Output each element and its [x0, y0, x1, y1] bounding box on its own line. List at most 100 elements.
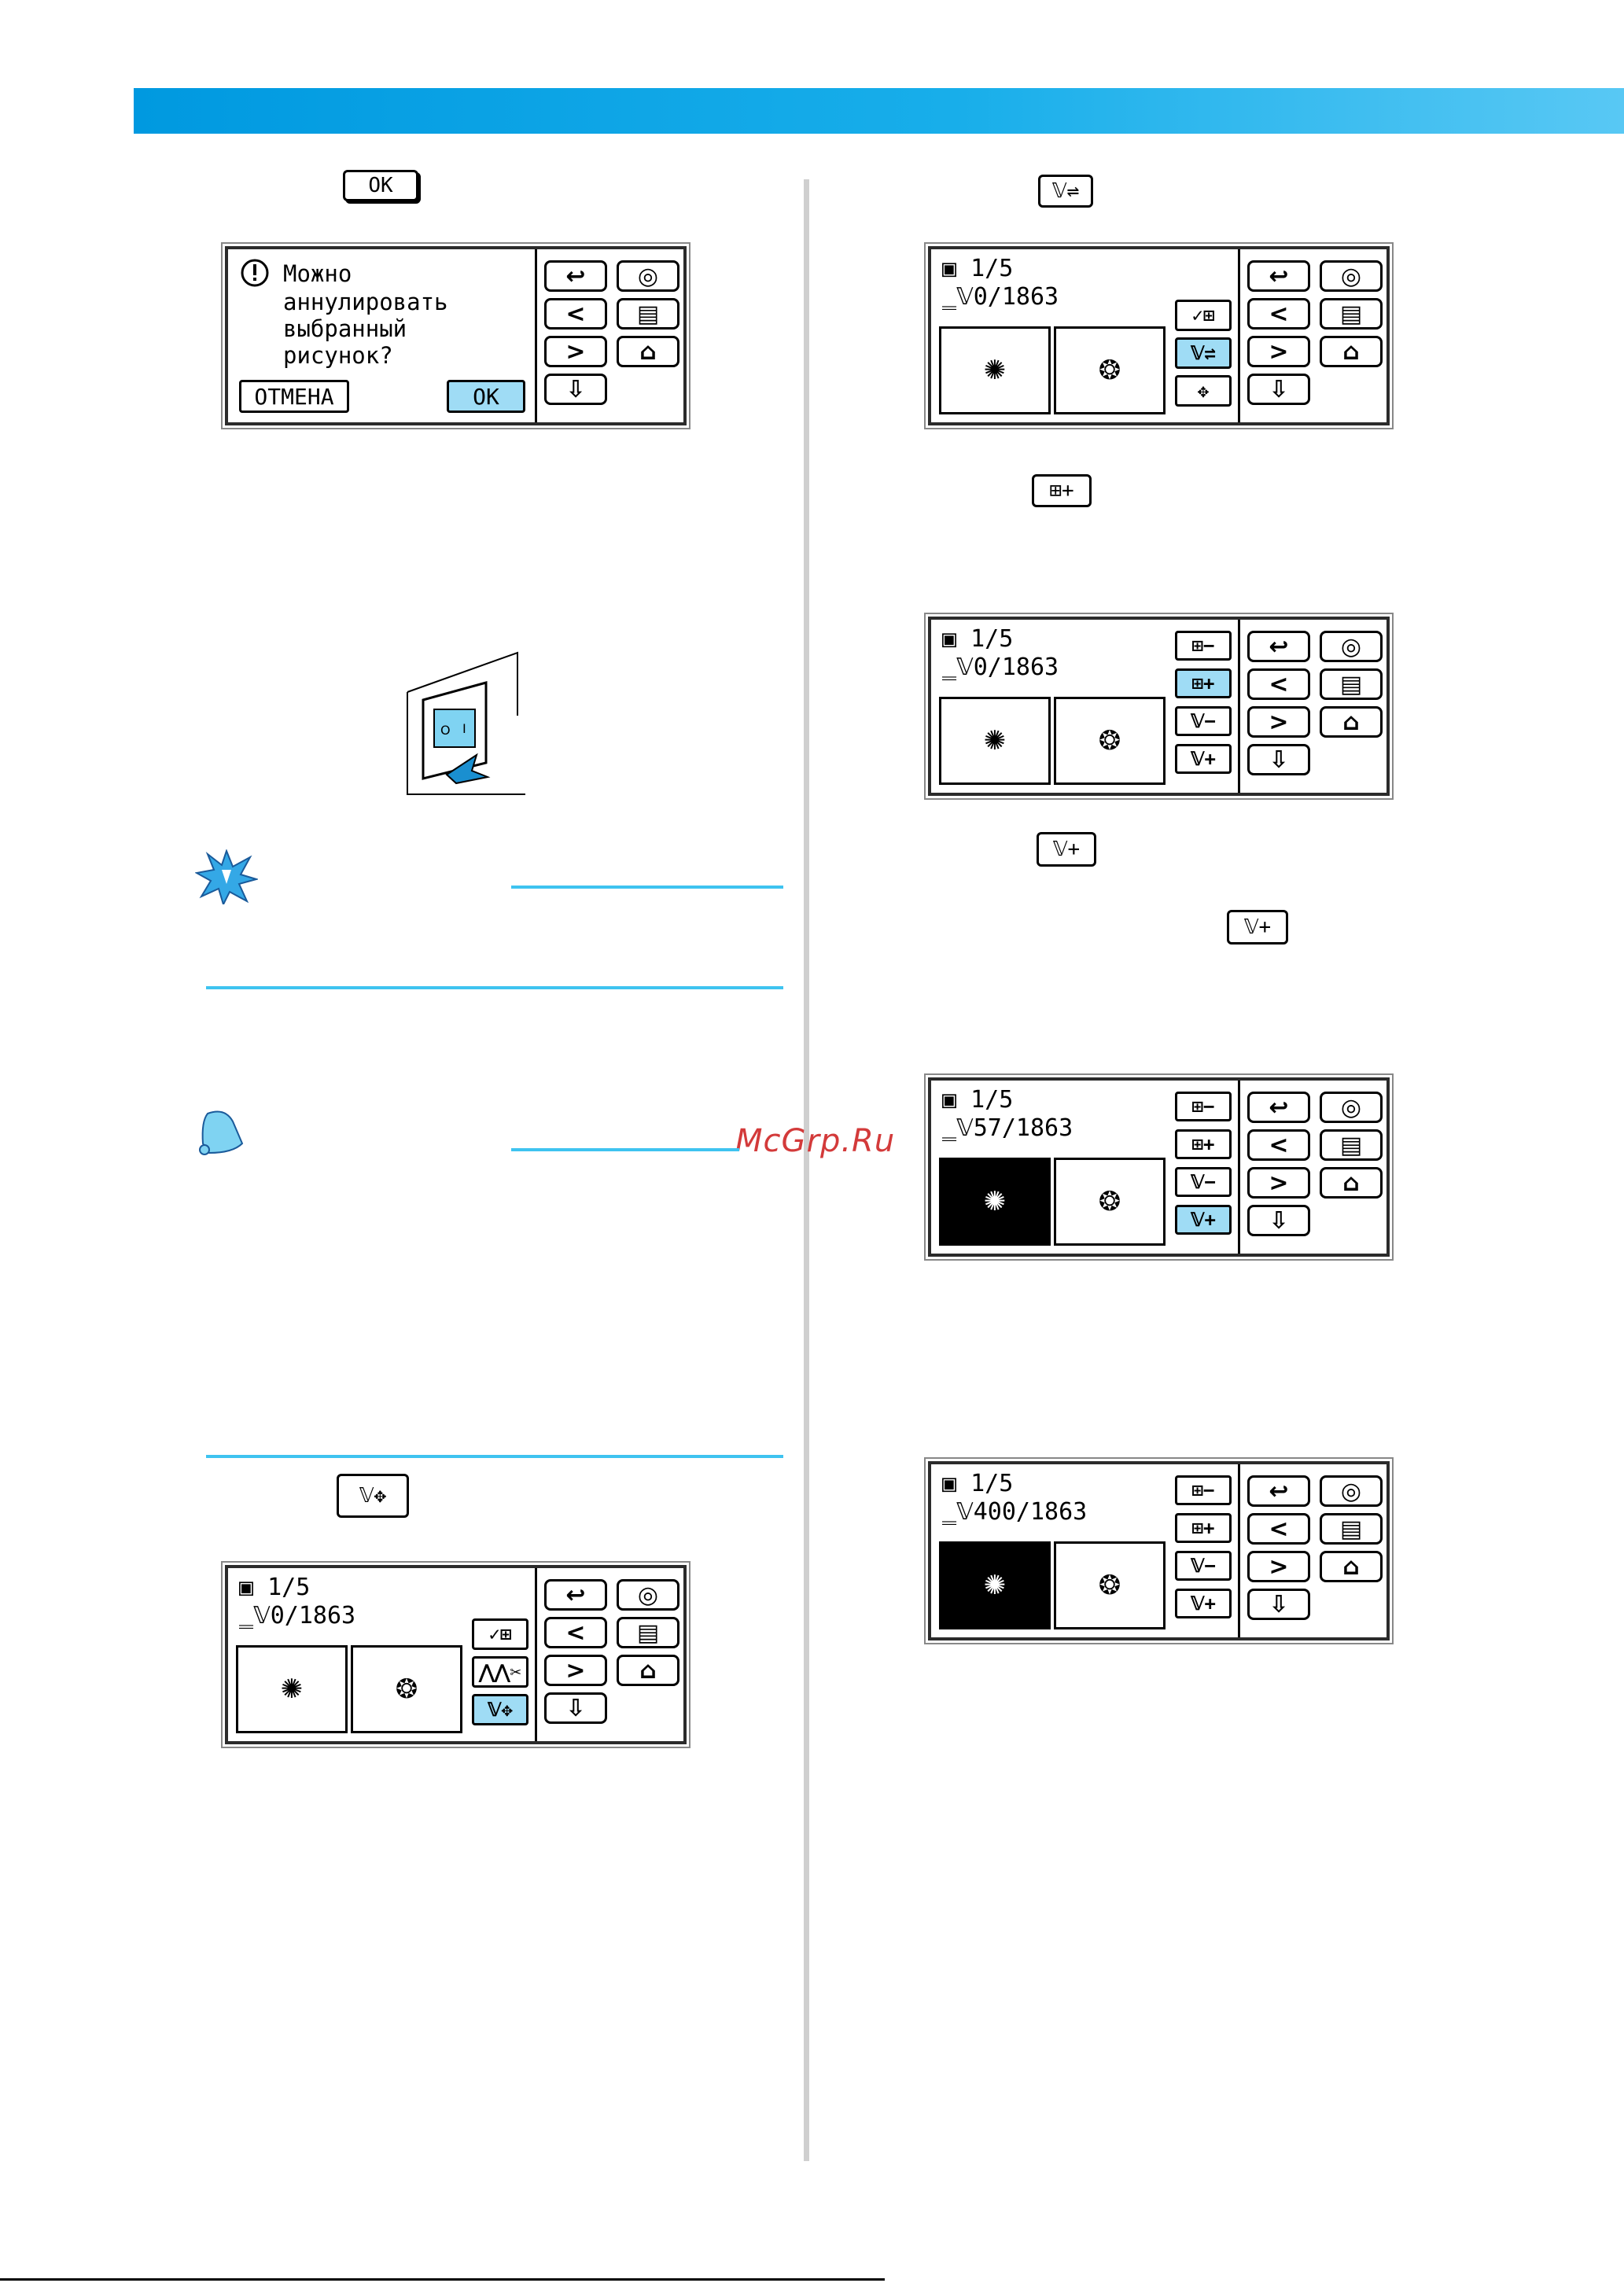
- document-icon: ▤: [1339, 300, 1363, 328]
- color-tile-1[interactable]: ✺: [236, 1645, 348, 1733]
- thread-icon: ◎: [637, 262, 659, 290]
- needle-color-change-button[interactable]: 𝕍⇌: [1175, 337, 1232, 369]
- machine-icon: ⌂: [639, 337, 657, 366]
- cut-thread-button[interactable]: ⋀⋀✂: [472, 1656, 528, 1688]
- stitch-count: 0/1863: [270, 1602, 356, 1629]
- info-button[interactable]: ▤: [1320, 1129, 1383, 1161]
- info-button[interactable]: ▤: [617, 298, 679, 330]
- machine-icon: ⌂: [1342, 1552, 1360, 1581]
- memory-button[interactable]: ⇩: [1247, 744, 1310, 775]
- check-spool-button[interactable]: ✓⊞: [1175, 300, 1232, 331]
- needle-plus-button[interactable]: 𝕍+: [1175, 1205, 1232, 1235]
- memory-button[interactable]: ⇩: [1247, 1589, 1310, 1620]
- back-button[interactable]: ↩: [1247, 631, 1310, 662]
- sewing-screen-b: ▣ 1/5 ‗𝕍0/1863 ✺ ❂ ⊞− ⊞+ 𝕍− 𝕍+ ↩ < > ⇩ ◎…: [924, 613, 1394, 800]
- color-tile-2[interactable]: ❂: [1054, 1158, 1166, 1246]
- embroidery-button[interactable]: ◎: [1320, 631, 1383, 662]
- spool-minus-icon: ⊞−: [1191, 1479, 1215, 1501]
- color-tile-2[interactable]: ❂: [351, 1645, 462, 1733]
- color-tile-1[interactable]: ✺: [939, 1541, 1051, 1629]
- thread-spool-icon: ✺: [983, 355, 1007, 386]
- thread-icon: ◎: [1340, 1477, 1362, 1505]
- needle-minus-button[interactable]: 𝕍−: [1175, 706, 1232, 736]
- machine-icon: ⌂: [1342, 337, 1360, 366]
- settings-button[interactable]: ⌂: [617, 1655, 679, 1686]
- prev-button[interactable]: <: [544, 1617, 607, 1648]
- color-tile-2[interactable]: ❂: [1054, 697, 1166, 785]
- prev-button[interactable]: <: [1247, 1513, 1310, 1545]
- warning-icon: [241, 259, 269, 287]
- inline-spool-plus-key: ⊞+: [1032, 474, 1092, 507]
- back-button[interactable]: ↩: [1247, 1475, 1310, 1507]
- needle-color-change-icon: 𝕍⇌: [1191, 342, 1216, 364]
- move-icon: ✥: [1197, 380, 1210, 402]
- settings-button[interactable]: ⌂: [1320, 1551, 1383, 1582]
- next-button[interactable]: >: [1247, 706, 1310, 738]
- settings-button[interactable]: ⌂: [1320, 1167, 1383, 1199]
- sewing-screen-d: ▣ 1/5 ‗𝕍400/1863 ✺ ❂ ⊞− ⊞+ 𝕍− 𝕍+ ↩ < > ⇩…: [924, 1457, 1394, 1644]
- power-switch-illustration: O I: [407, 651, 525, 795]
- color-tile-1[interactable]: ✺: [939, 326, 1051, 414]
- prev-button[interactable]: <: [1247, 298, 1310, 330]
- settings-button[interactable]: ⌂: [1320, 336, 1383, 367]
- prev-button[interactable]: <: [1247, 668, 1310, 700]
- needle-plus-icon: 𝕍+: [1191, 1593, 1216, 1615]
- memory-button[interactable]: ⇩: [544, 1692, 607, 1724]
- color-tile-1[interactable]: ✺: [939, 1158, 1051, 1246]
- spool-minus-button[interactable]: ⊞−: [1175, 1475, 1232, 1505]
- needle-plus-button[interactable]: 𝕍+: [1175, 1589, 1232, 1618]
- info-button[interactable]: ▤: [1320, 1513, 1383, 1545]
- settings-button[interactable]: ⌂: [1320, 706, 1383, 738]
- frame-label: 1/5: [970, 255, 1014, 282]
- spool-plus-button[interactable]: ⊞+: [1175, 1513, 1232, 1543]
- info-button[interactable]: ▤: [1320, 298, 1383, 330]
- needle-move-button[interactable]: 𝕍✥: [472, 1694, 528, 1725]
- ok-button[interactable]: OK: [447, 380, 525, 413]
- next-button[interactable]: >: [1247, 1551, 1310, 1582]
- spool-minus-button[interactable]: ⊞−: [1175, 631, 1232, 661]
- embroidery-button[interactable]: ◎: [617, 260, 679, 292]
- color-tile-1[interactable]: ✺: [939, 697, 1051, 785]
- sewing-screen-a: ▣ 1/5 ‗𝕍0/1863 ✺ ❂ ✓⊞ 𝕍⇌ ✥ ↩ < > ⇩ ◎ ▤ ⌂: [924, 242, 1394, 429]
- back-button[interactable]: ↩: [544, 1579, 607, 1611]
- next-button[interactable]: >: [544, 336, 607, 367]
- memory-button[interactable]: ⇩: [1247, 374, 1310, 405]
- hoop-icon: ▣: [942, 1086, 957, 1114]
- color-tile-2[interactable]: ❂: [1054, 326, 1166, 414]
- memory-button[interactable]: ⇩: [1247, 1205, 1310, 1236]
- memo-bell-icon: [199, 1110, 244, 1155]
- embroidery-button[interactable]: ◎: [1320, 260, 1383, 292]
- info-button[interactable]: ▤: [1320, 668, 1383, 700]
- check-spool-button[interactable]: ✓⊞: [472, 1618, 528, 1650]
- next-button[interactable]: >: [1247, 1167, 1310, 1199]
- back-button[interactable]: ↩: [1247, 1092, 1310, 1123]
- cancel-button[interactable]: ОТМЕНА: [239, 380, 349, 413]
- embroidery-button[interactable]: ◎: [1320, 1475, 1383, 1507]
- embroidery-button[interactable]: ◎: [1320, 1092, 1383, 1123]
- back-button[interactable]: ↩: [1247, 260, 1310, 292]
- move-button[interactable]: ✥: [1175, 375, 1232, 407]
- needle-minus-button[interactable]: 𝕍−: [1175, 1551, 1232, 1581]
- color-tile-2[interactable]: ❂: [1054, 1541, 1166, 1629]
- check-spool-icon: ✓⊞: [1191, 304, 1215, 326]
- needle-minus-button[interactable]: 𝕍−: [1175, 1167, 1232, 1197]
- document-icon: ▤: [1339, 1131, 1363, 1159]
- stitch-counter: ‗𝕍400/1863: [942, 1499, 1087, 1526]
- spool-plus-button[interactable]: ⊞+: [1175, 668, 1232, 698]
- needle-minus-icon: 𝕍−: [1191, 1555, 1216, 1577]
- next-button[interactable]: >: [1247, 336, 1310, 367]
- memory-button[interactable]: ⇩: [544, 374, 607, 405]
- next-button[interactable]: >: [544, 1655, 607, 1686]
- thread-icon: ◎: [637, 1581, 659, 1609]
- info-button[interactable]: ▤: [617, 1617, 679, 1648]
- spool-minus-button[interactable]: ⊞−: [1175, 1092, 1232, 1121]
- spool-plus-button[interactable]: ⊞+: [1175, 1129, 1232, 1159]
- stitch-counter: ‗𝕍0/1863: [239, 1603, 355, 1629]
- prev-button[interactable]: <: [544, 298, 607, 330]
- embroidery-button[interactable]: ◎: [617, 1579, 679, 1611]
- needle-move-icon: 𝕍✥: [488, 1699, 513, 1721]
- back-button[interactable]: ↩: [544, 260, 607, 292]
- settings-button[interactable]: ⌂: [617, 336, 679, 367]
- needle-plus-button[interactable]: 𝕍+: [1175, 744, 1232, 774]
- prev-button[interactable]: <: [1247, 1129, 1310, 1161]
